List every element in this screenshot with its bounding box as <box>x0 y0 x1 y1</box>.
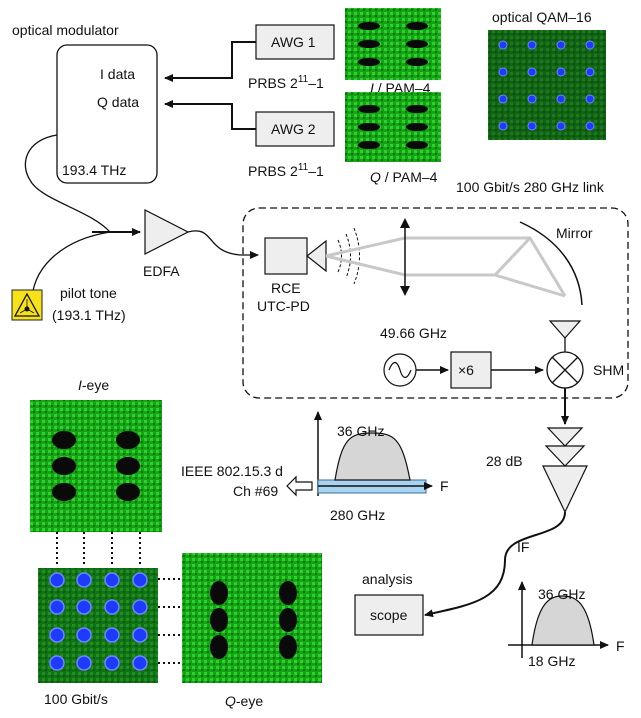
awg1-arrow <box>164 41 256 82</box>
laser-warning-icon <box>11 289 43 321</box>
thz-beam-path <box>325 236 567 298</box>
rate-label: 100 Gbit/s <box>44 691 108 707</box>
awg2-box <box>255 111 335 147</box>
rf-spectrum <box>314 411 433 496</box>
if-top-label: 36 GHz <box>538 586 585 602</box>
lens-icon <box>400 218 410 296</box>
q-eye-image <box>182 553 322 683</box>
ieee-line2: Ch #69 <box>233 483 278 499</box>
eye-i-pam4-image <box>345 8 441 80</box>
horn-antenna-icon <box>306 239 327 273</box>
modulator-output-fiber <box>24 134 111 233</box>
pilot-line2: (193.1 THz) <box>52 307 126 323</box>
modulator-freq: 193.4 THz <box>62 162 126 178</box>
lo-freq: 49.66 GHz <box>380 325 447 341</box>
if-spectrum <box>508 581 609 658</box>
awg2-label: AWG 2 <box>271 121 316 137</box>
receive-horn-icon <box>548 320 582 339</box>
link-title: 100 Gbit/s 280 GHz link <box>456 179 605 195</box>
q-eye-title: Q-eye <box>225 693 263 709</box>
radiated-waves <box>337 227 360 285</box>
awg2-prbs: PRBS 211–1 <box>248 162 324 179</box>
awg1-label: AWG 1 <box>271 34 316 50</box>
amp-to-scope-cable <box>424 511 566 618</box>
rce-utc-pd-box <box>264 237 308 275</box>
i-eye-image <box>30 400 162 532</box>
modulator-title: optical modulator <box>12 22 119 38</box>
pilot-line1: pilot tone <box>60 285 117 301</box>
mirror-icon <box>519 221 583 306</box>
if-bottom-label: 18 GHz <box>528 653 575 669</box>
eye-connectors <box>56 532 180 664</box>
modulator-q-label: Q data <box>97 94 139 110</box>
amp-gain: 28 dB <box>486 453 523 469</box>
rce-line1: RCE <box>271 280 301 296</box>
qam16-constellation-image <box>488 30 606 140</box>
qam-title: optical QAM–16 <box>492 9 592 25</box>
i-eye-title: I-eye <box>78 377 109 393</box>
mirror-label: Mirror <box>556 225 593 241</box>
multiplier-label: ×6 <box>458 362 474 378</box>
received-qam16-image <box>38 568 158 683</box>
scope-box <box>354 594 424 636</box>
analysis-label: analysis <box>362 571 413 587</box>
arrow-left-icon <box>286 475 313 497</box>
ieee-line1: IEEE 802.15.3 d <box>181 463 283 479</box>
rf-axis-label: F <box>440 478 449 494</box>
mixer-icon <box>546 351 584 389</box>
eye-q-pam4-image <box>345 92 441 162</box>
edfa-output-fiber <box>187 230 259 259</box>
sine-source-icon <box>383 353 417 387</box>
optical-modulator-box <box>56 44 158 184</box>
shm-label: SHM <box>593 362 624 378</box>
edfa-amplifier-icon <box>144 209 190 255</box>
scope-label: scope <box>370 607 408 623</box>
rf-carrier-label: 280 GHz <box>330 507 385 523</box>
rf-bw-label: 36 GHz <box>337 423 384 439</box>
edfa-label: EDFA <box>143 263 180 279</box>
if-label: IF <box>517 539 529 555</box>
modulator-i-label: I data <box>100 66 135 82</box>
if-axis-label: F <box>616 638 625 654</box>
if-amplifier-icon <box>542 427 588 514</box>
link-dashed-box <box>242 207 629 399</box>
rce-line2: UTC-PD <box>257 298 310 314</box>
awg1-box <box>255 24 335 60</box>
awg2-arrow <box>164 100 256 130</box>
awg1-prbs: PRBS 211–1 <box>248 74 324 91</box>
eye-q-label: Q / PAM–4 <box>370 169 438 185</box>
